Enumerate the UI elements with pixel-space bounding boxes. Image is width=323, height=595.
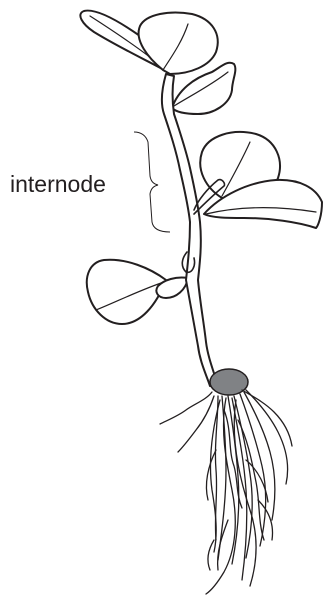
- internode-label: internode: [10, 171, 106, 198]
- roots: [160, 390, 292, 594]
- stem: [162, 74, 225, 386]
- seed: [210, 369, 248, 395]
- leaf-top-right: [139, 13, 218, 75]
- internode-brace: [134, 132, 170, 232]
- leaf-left: [87, 260, 166, 324]
